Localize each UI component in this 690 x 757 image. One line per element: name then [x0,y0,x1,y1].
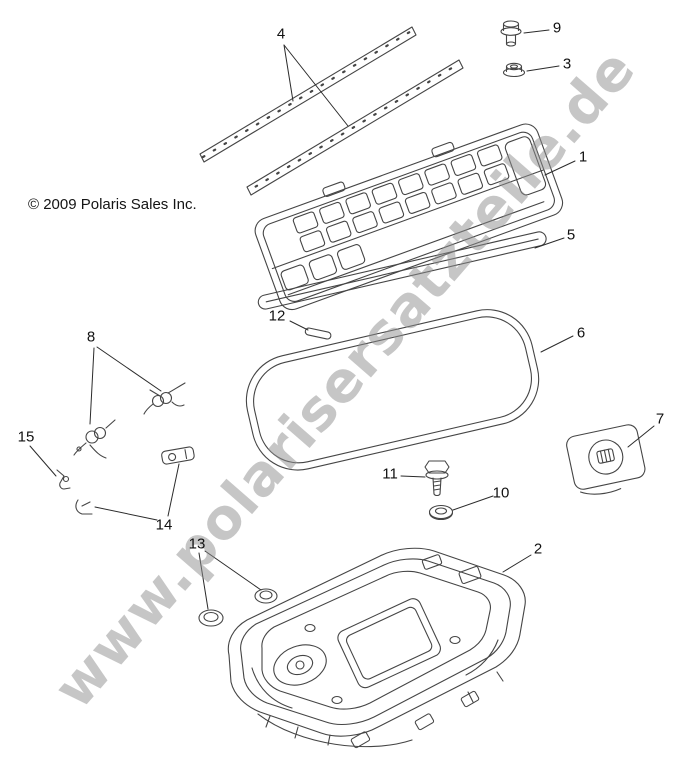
part-1-lid [254,123,564,311]
part-7-access-plate [566,424,646,495]
callout-7: 7 [655,410,665,428]
callout-8: 8 [86,328,96,346]
part-6-gasket [245,309,540,471]
callout-3: 3 [562,55,572,73]
callout-9: 9 [552,19,562,37]
part-10-washer [428,504,454,521]
part-13-plugs [198,588,278,627]
callout-14: 14 [155,516,173,534]
callout-13: 13 [188,535,206,553]
callout-12: 12 [268,307,286,325]
copyright-text: © 2009 Polaris Sales Inc. [28,196,197,213]
part-4-seal-strips [199,26,464,196]
part-8-latches [73,382,186,459]
part-14-brackets [75,446,195,515]
callout-1: 1 [578,148,588,166]
callout-15: 15 [17,428,35,446]
callout-10: 10 [492,484,510,502]
part-5-lid-seal [257,231,547,310]
part-12-pin [304,327,332,340]
part-11-bolt [424,460,450,497]
callout-11: 11 [382,465,398,483]
leader-lines [29,29,655,610]
part-2-box-body [227,547,526,749]
part-3-nut [502,62,526,78]
callout-4: 4 [276,25,286,43]
callout-5: 5 [566,226,576,244]
callout-2: 2 [533,540,543,558]
part-9-bolt [500,20,522,47]
part-15-clip [56,469,71,490]
callout-6: 6 [576,324,586,342]
